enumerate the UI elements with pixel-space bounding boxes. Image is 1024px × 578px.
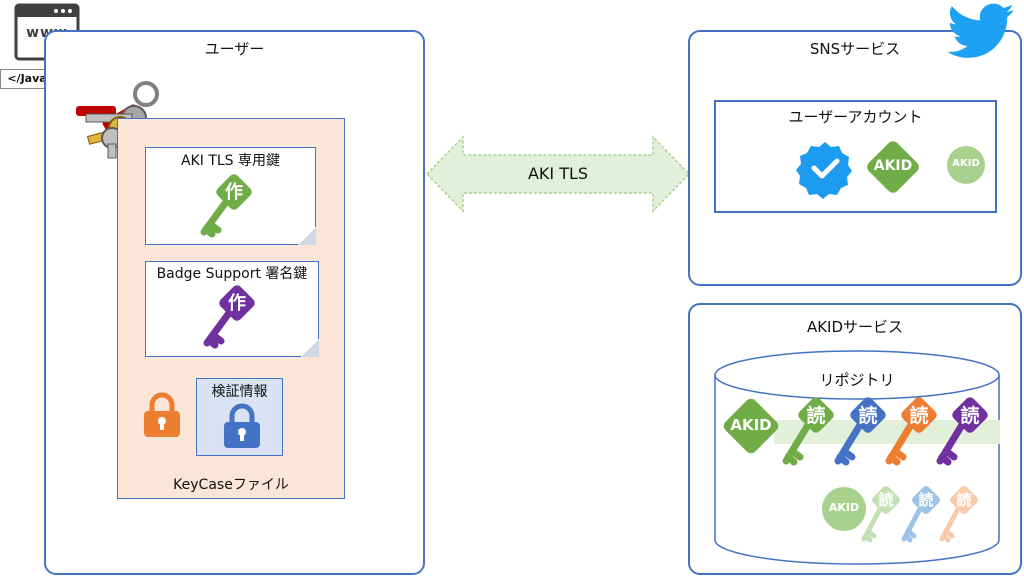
faded-akid-text: AKID (828, 501, 860, 514)
user-panel-title: ユーザー (204, 40, 265, 58)
akid-service-title: AKIDサービス (806, 318, 904, 336)
verified-badge-icon (796, 140, 853, 199)
private-key-glyph: 作 (225, 182, 243, 203)
akid-circle-text: AKID (952, 158, 980, 169)
private-key-title: AKI TLS 専用鍵 (180, 153, 281, 169)
purple-key-icon: 作 (199, 283, 259, 353)
repo-akid-diamond: AKID (720, 395, 782, 457)
read-glyph: 読 (956, 491, 972, 509)
read-glyph: 読 (878, 491, 894, 509)
repo-akid-text: AKID (730, 416, 772, 434)
aki-tls-label: AKI TLS (527, 164, 589, 183)
keycase-file-label: KeyCaseファイル (173, 477, 289, 493)
orange-lock-icon (140, 392, 184, 439)
read-key-blue-icon: 読 (830, 395, 890, 470)
sns-panel-title: SNSサービス (809, 40, 901, 58)
read-key-purple-icon: 読 (932, 395, 992, 470)
verification-title: 検証情報 (211, 384, 268, 400)
badge-key-title: Badge Support 署名鍵 (156, 266, 308, 282)
akid-badge-text: AKID (873, 158, 913, 174)
repository-title: リポジトリ (819, 371, 895, 389)
read-glyph: 読 (858, 405, 878, 427)
faded-read-key-green-icon: 読 (858, 485, 902, 545)
aki-tls-double-arrow (425, 135, 691, 213)
akid-circle-badge (947, 146, 985, 184)
doc-fold (301, 339, 319, 357)
akid-diamond-badge: AKID (864, 138, 922, 196)
green-key-icon: 作 (196, 172, 256, 242)
read-glyph: 読 (918, 491, 934, 509)
faded-read-key-blue-icon: 読 (898, 485, 942, 545)
read-glyph: 読 (806, 405, 826, 427)
read-key-orange-icon: 読 (881, 395, 941, 470)
read-key-green-icon: 読 (778, 395, 838, 470)
badge-key-glyph: 作 (228, 293, 246, 314)
user-account-title: ユーザーアカウント (788, 108, 923, 126)
doc-fold (298, 227, 316, 245)
twitter-bird-icon (946, 2, 1016, 58)
read-glyph: 読 (909, 405, 929, 427)
faded-akid-circle (822, 487, 866, 531)
faded-read-key-orange-icon: 読 (936, 485, 980, 545)
read-glyph: 読 (960, 405, 980, 427)
blue-lock-icon (220, 403, 264, 450)
